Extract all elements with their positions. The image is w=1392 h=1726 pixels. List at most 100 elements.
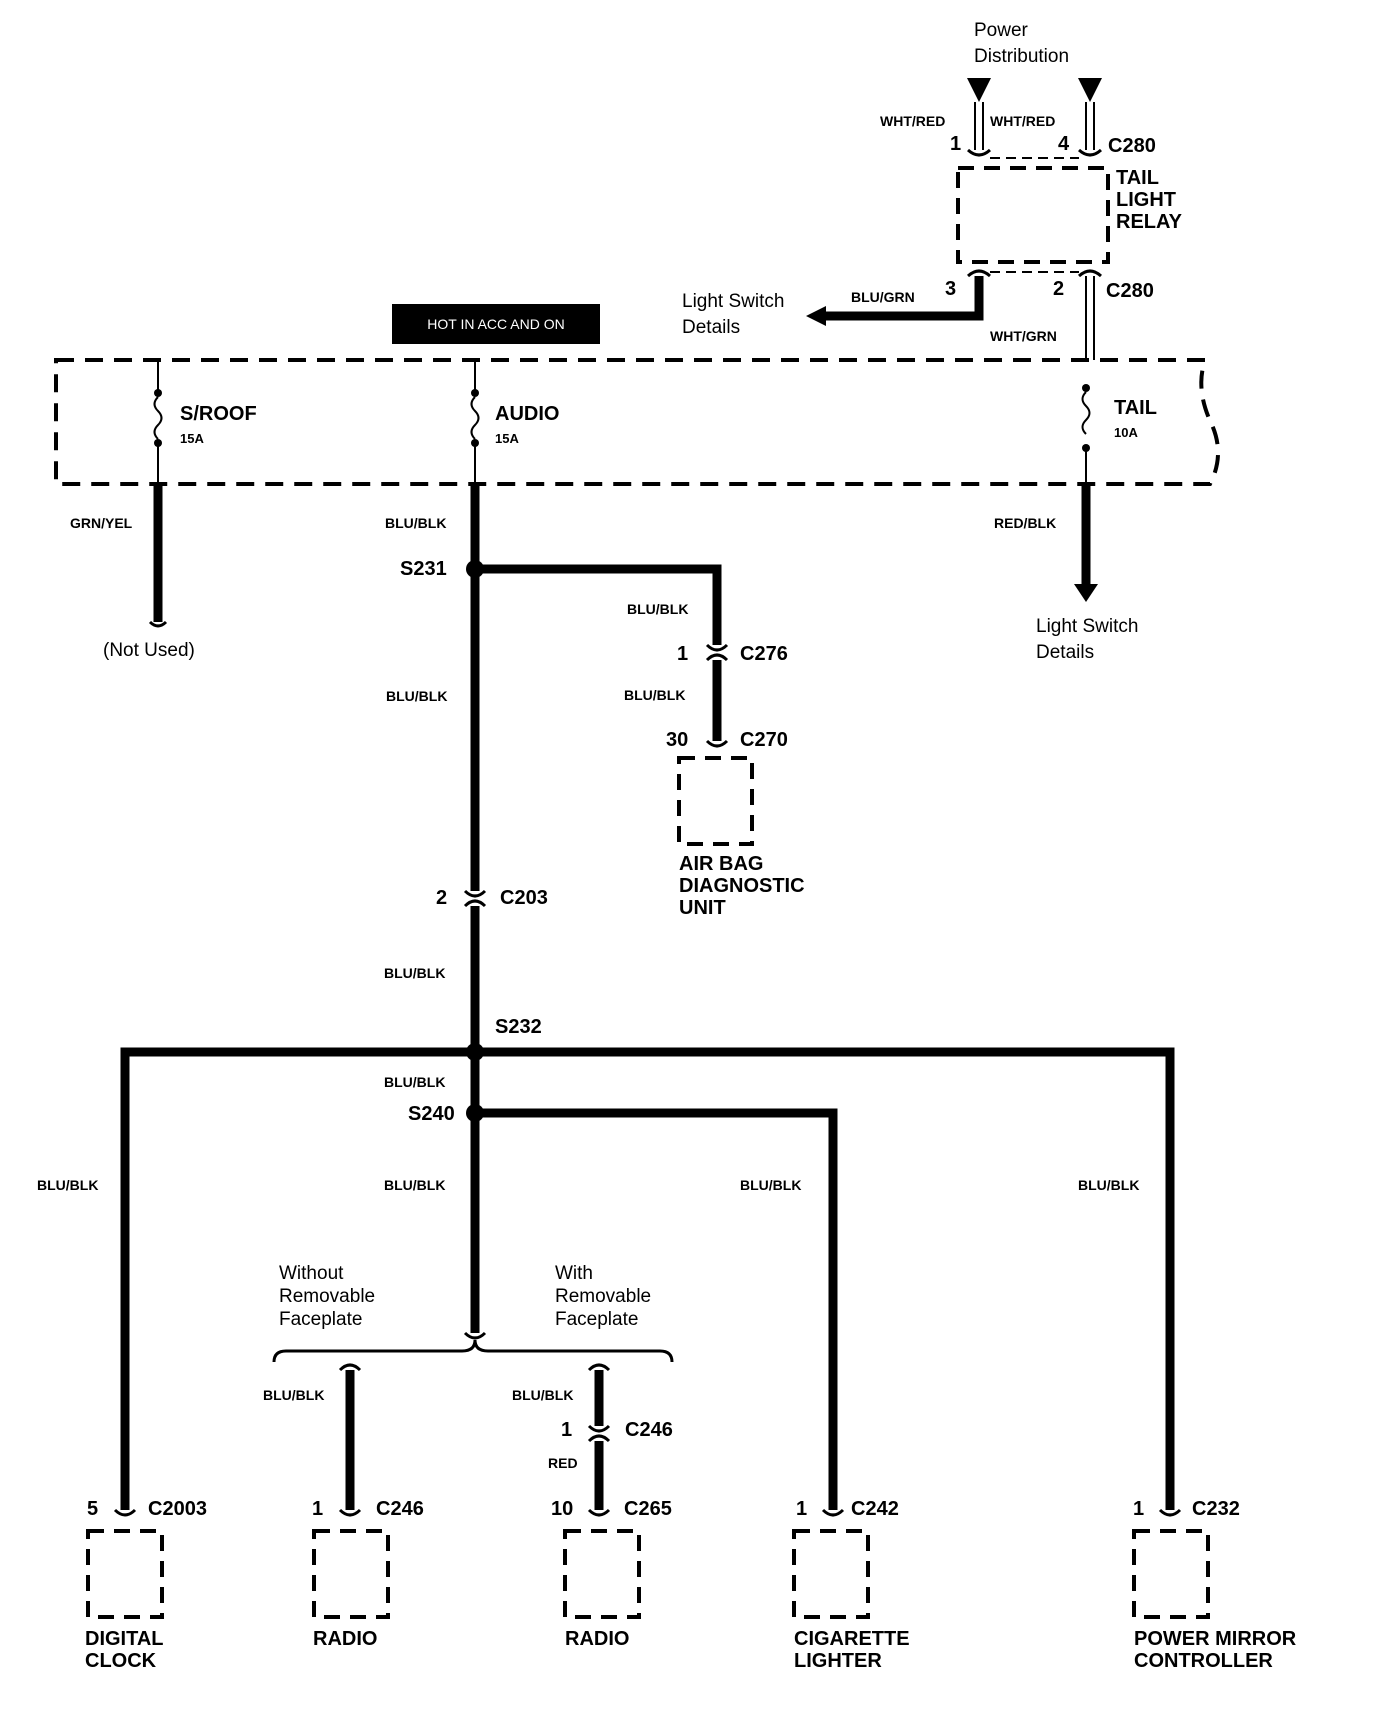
faceplate-brace: [272, 1339, 674, 1363]
airbag-pin-30: 30: [666, 729, 688, 751]
wire-wht-grn: WHT/GRN: [990, 328, 1057, 344]
wire-wht-red-left: WHT/RED: [880, 113, 945, 129]
fuse-sroof-name: S/ROOF: [180, 403, 257, 425]
splice-s231: S231: [400, 558, 447, 580]
wire-grn-yel: GRN/YEL: [70, 515, 133, 531]
clock-conn: C2003: [148, 1498, 207, 1520]
without-faceplate-1: Without: [279, 1263, 344, 1284]
airbag-label-2: DIAGNOSTIC: [679, 875, 805, 897]
clock-wire: BLU/BLK: [37, 1177, 98, 1193]
connector-c280-top: C280: [1108, 135, 1156, 157]
radio1-conn: C246: [376, 1498, 424, 1520]
clock-box: [86, 1529, 164, 1619]
power-label-1: Power: [974, 20, 1029, 41]
airbag-unit-box: [677, 756, 754, 846]
fuse-sroof-rating: 15A: [180, 431, 204, 446]
airbag-pin-1: 1: [677, 643, 688, 665]
radio2-box: [563, 1529, 641, 1619]
mirror-label-2: CONTROLLER: [1134, 1650, 1273, 1672]
power-label-2: Distribution: [974, 46, 1069, 67]
digital-clock-branch: BLU/BLK 5 C2003 DIGITAL CLOCK: [37, 1177, 207, 1672]
radio1-label: RADIO: [313, 1628, 377, 1650]
arrow-left-icon: [806, 306, 826, 326]
main-wire-d: BLU/BLK: [384, 1177, 445, 1193]
airbag-conn-c276: C276: [740, 643, 788, 665]
mirror-conn: C232: [1192, 1498, 1240, 1520]
airbag-wire-2: BLU/BLK: [624, 687, 685, 703]
airbag-wire-1: BLU/BLK: [627, 601, 688, 617]
power-distribution: Power Distribution WHT/RED WHT/RED 1 4 C…: [880, 20, 1156, 159]
lighter-conn: C242: [851, 1498, 899, 1520]
main-wire-b: BLU/BLK: [384, 965, 445, 981]
clock-label-2: CLOCK: [85, 1650, 157, 1672]
splice-s240: S240: [408, 1103, 455, 1125]
relay-label-1: TAIL: [1116, 167, 1159, 189]
fuse-tail-rating: 10A: [1114, 425, 1138, 440]
hot-label-box: [392, 304, 600, 344]
power-arrow-left-icon: [967, 78, 991, 102]
not-used-label: (Not Used): [103, 640, 195, 661]
fuse-tail-icon: [1081, 391, 1091, 435]
cigarette-lighter-branch: BLU/BLK 1 C242 CIGARETTE LIGHTER: [740, 1177, 910, 1672]
power-arrow-right-icon: [1078, 78, 1102, 102]
pin-1: 1: [950, 133, 961, 155]
radio1-wire: BLU/BLK: [263, 1387, 324, 1403]
mirror-box: [1132, 1529, 1210, 1619]
tail-light-relay: TAIL LIGHT RELAY 3 2 C280 BLU/GRN Light …: [682, 166, 1183, 360]
wire-wht-red-right: WHT/RED: [990, 113, 1055, 129]
radio2-wire-1: BLU/BLK: [512, 1387, 573, 1403]
pin-c203: 2: [436, 887, 447, 909]
radio-with-faceplate-branch: BLU/BLK 1 C246 RED 10 C265 RADIO: [512, 1363, 673, 1650]
clock-label-1: DIGITAL: [85, 1628, 164, 1650]
light-switch-top-2: Details: [682, 317, 740, 338]
clock-pin: 5: [87, 1498, 98, 1520]
radio1-box: [312, 1529, 390, 1619]
power-mirror-branch: BLU/BLK 1 C232 POWER MIRROR CONTROLLER: [1078, 1177, 1297, 1672]
radio2-label: RADIO: [565, 1628, 629, 1650]
mirror-wire: BLU/BLK: [1078, 1177, 1139, 1193]
with-faceplate-2: Removable: [555, 1286, 651, 1307]
relay-box: [956, 166, 1110, 264]
pin-2: 2: [1053, 278, 1064, 300]
fuse-tail-name: TAIL: [1114, 397, 1157, 419]
without-faceplate-3: Faceplate: [279, 1309, 362, 1330]
lighter-pin: 1: [796, 1498, 807, 1520]
lighter-label-2: LIGHTER: [794, 1650, 882, 1672]
pin-4: 4: [1058, 133, 1070, 155]
main-wire-a: BLU/BLK: [386, 688, 447, 704]
wire-blu-grn: BLU/GRN: [851, 289, 915, 305]
radio-without-faceplate-branch: BLU/BLK 1 C246 RADIO: [263, 1363, 424, 1650]
mirror-label-1: POWER MIRROR: [1134, 1628, 1297, 1650]
without-faceplate-2: Removable: [279, 1286, 375, 1307]
airbag-label-1: AIR BAG: [679, 853, 763, 875]
radio2-pin: 10: [551, 1498, 573, 1520]
splice-s232: S232: [495, 1016, 542, 1038]
main-wire-c: BLU/BLK: [384, 1074, 445, 1090]
radio2-conn-mid: C246: [625, 1419, 673, 1441]
fuse-box: S/ROOF 15A AUDIO 15A TAIL 10A: [54, 358, 1220, 486]
lighter-wire: BLU/BLK: [740, 1177, 801, 1193]
airbag-conn-c270: C270: [740, 729, 788, 751]
radio2-conn: C265: [624, 1498, 672, 1520]
light-switch-right-1: Light Switch: [1036, 616, 1138, 637]
radio2-wire-2: RED: [548, 1455, 578, 1471]
with-faceplate-1: With: [555, 1263, 593, 1284]
lighter-label-1: CIGARETTE: [794, 1628, 910, 1650]
relay-label-2: LIGHT: [1116, 189, 1176, 211]
relay-label-3: RELAY: [1116, 211, 1183, 233]
lighter-box: [792, 1529, 870, 1619]
fuse-audio-rating: 15A: [495, 431, 519, 446]
hot-label: HOT IN ACC AND ON: [427, 316, 564, 332]
wire-red-blk: RED/BLK: [994, 515, 1056, 531]
airbag-label-3: UNIT: [679, 897, 726, 919]
wire-audio-blu-blk: BLU/BLK: [385, 515, 446, 531]
connector-c280-bottom: C280: [1106, 280, 1154, 302]
radio2-pin-mid: 1: [561, 1419, 572, 1441]
mirror-pin: 1: [1133, 1498, 1144, 1520]
light-switch-right-2: Details: [1036, 642, 1094, 663]
connector-c203: C203: [500, 887, 548, 909]
fuse-sroof-icon: [153, 396, 163, 440]
radio1-pin: 1: [312, 1498, 323, 1520]
